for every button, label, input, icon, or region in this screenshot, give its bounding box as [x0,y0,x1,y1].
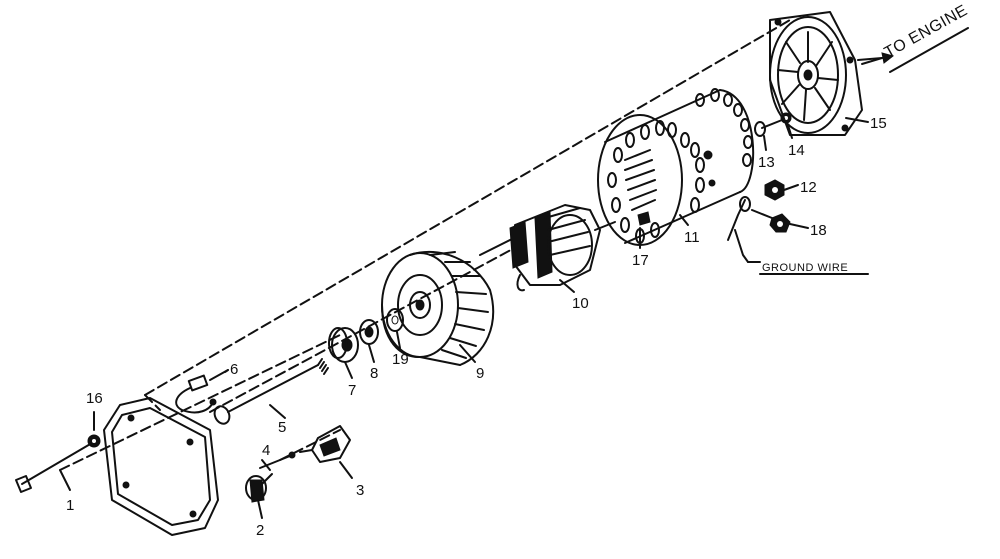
part-18-bolt [751,209,791,233]
part-3-brush-holder [299,425,351,463]
part-17-clip [637,211,651,226]
part-13-bolt [754,119,783,137]
part-16-lock-washer [87,434,101,448]
callout-3: 3 [356,482,364,499]
callout-2: 2 [256,522,264,539]
callout-9: 9 [476,365,484,382]
callout-13: 13 [758,154,775,171]
callout-6: 6 [230,361,238,378]
part-2-terminal [245,473,273,503]
part-19-washer [386,308,404,332]
part-5-through-bolt [213,358,329,425]
part-8-washer [359,319,379,345]
part-11-stator-housing [597,88,755,246]
callout-17: 17 [632,252,649,269]
ground-wire-label: GROUND WIRE [762,262,848,274]
callout-7: 7 [348,382,356,399]
callout-8: 8 [370,365,378,382]
part-4-screw [259,451,296,469]
to-engine-arrow [861,27,969,73]
part-10-rotor [479,204,616,292]
ground-wire [727,196,869,275]
callout-19: 19 [392,351,409,368]
callout-numbers: 1 16 2 3 4 5 6 7 8 19 9 10 11 17 12 18 1… [66,115,887,539]
callout-15: 15 [870,115,887,132]
callout-1: 1 [66,497,74,514]
part-9-fan [381,250,495,366]
alignment-lines [59,19,791,471]
callout-4: 4 [262,442,270,459]
callout-16: 16 [86,390,103,407]
callout-12: 12 [800,179,817,196]
callout-5: 5 [278,419,286,436]
end-cover-plate [103,397,219,536]
callout-11: 11 [684,229,700,246]
part-1-long-bolt [15,442,93,493]
part-15-end-bell [769,11,883,136]
leader-lines [59,117,869,519]
part-12-nut [764,179,785,201]
callout-14: 14 [788,142,805,159]
callout-18: 18 [810,222,827,239]
callout-10: 10 [572,295,589,312]
